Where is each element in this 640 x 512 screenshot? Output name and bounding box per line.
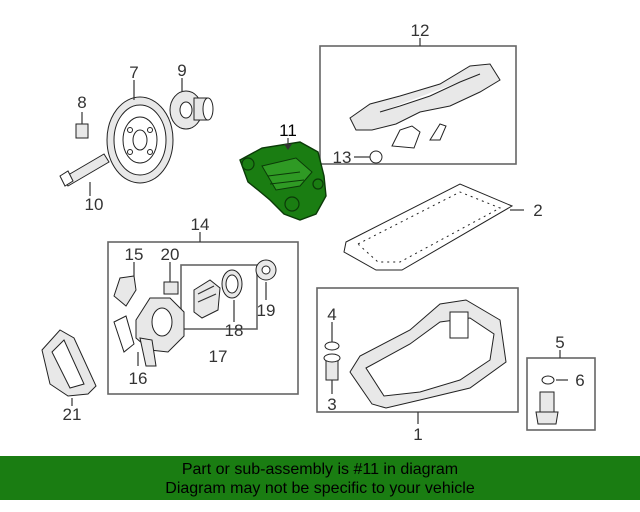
callout-2: 2 <box>533 201 542 220</box>
cap-part-19 <box>255 259 277 281</box>
pulley-part-7 <box>106 96 174 184</box>
callout-9: 9 <box>177 61 186 80</box>
hub-part-9 <box>169 90 214 130</box>
callout-12: 12 <box>411 21 430 40</box>
callout-7: 7 <box>129 63 138 82</box>
callout-3: 3 <box>327 395 336 414</box>
banner-line-1: Part or sub-assembly is #11 in diagram <box>181 461 459 478</box>
o-ring-part-13 <box>369 150 383 164</box>
info-banner: Part or sub-assembly is #11 in diagram D… <box>0 456 640 500</box>
group-box-17 <box>180 264 258 330</box>
parts-diagram: 12 7 9 8 11 13 10 2 14 15 20 4 18 19 17 … <box>41 21 596 444</box>
callout-18: 18 <box>225 321 244 340</box>
callout-13: 13 <box>333 148 352 167</box>
callout-19: 19 <box>257 301 276 320</box>
callout-20: 20 <box>161 245 180 264</box>
drain-plug-part-3 <box>323 353 341 381</box>
sensor-part-20 <box>163 281 179 295</box>
oil-pan-baffle-part-12 <box>349 63 501 149</box>
filter-element-part-18 <box>193 279 221 319</box>
oil-pan-part-1 <box>349 299 507 409</box>
callout-10: 10 <box>85 195 104 214</box>
callout-16: 16 <box>129 369 148 388</box>
leader-lines <box>71 38 568 424</box>
oil-pump-part-11-highlighted <box>239 141 327 221</box>
callout-11: 11 <box>279 121 297 140</box>
callout-1: 1 <box>413 425 422 444</box>
callout-4: 4 <box>327 305 336 324</box>
callout-6: 6 <box>575 371 584 390</box>
callout-14: 14 <box>191 215 210 234</box>
callout-5: 5 <box>555 333 564 352</box>
callout-21: 21 <box>63 405 82 424</box>
callout-17: 17 <box>209 347 228 366</box>
washer-part-4 <box>324 341 340 351</box>
callout-15: 15 <box>125 245 144 264</box>
group-box-5 <box>526 357 596 431</box>
bolt-part-10 <box>59 153 110 187</box>
callout-8: 8 <box>77 93 86 112</box>
group-box-12 <box>319 45 517 165</box>
gasket-part-16 <box>113 315 135 353</box>
group-box-14 <box>107 241 299 395</box>
sensor-part-5 <box>535 375 559 425</box>
bolt-part-8 <box>75 118 89 139</box>
oil-filter-housing-part-14 <box>135 297 185 367</box>
bracket-part-15 <box>113 275 137 307</box>
gasket-part-2 <box>343 183 514 271</box>
cover-part-21 <box>41 329 97 397</box>
banner-line-2: Diagram may not be specific to your vehi… <box>165 480 475 497</box>
filter-cap-part-17 <box>221 269 243 299</box>
